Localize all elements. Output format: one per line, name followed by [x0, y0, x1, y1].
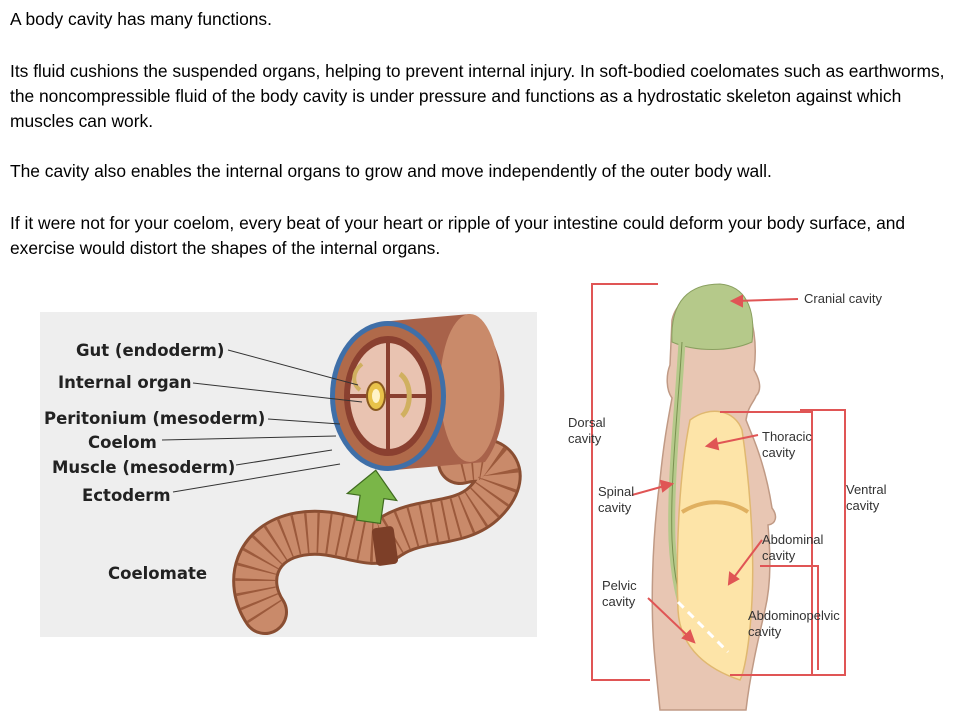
label-thoracic-cavity-line1: Thoracic — [762, 429, 812, 444]
label-dorsal-cavity-line2: cavity — [568, 431, 602, 446]
label-muscle: Muscle (mesoderm) — [52, 458, 235, 477]
label-cranial-cavity: Cranial cavity — [804, 291, 883, 306]
up-arrow-icon — [345, 469, 399, 525]
label-abdominopelvic-cavity-line1: Abdominopelvic — [748, 608, 840, 623]
label-spinal-cavity-line1: Spinal — [598, 484, 634, 499]
label-coelom: Coelom — [88, 433, 157, 452]
label-abdominal-cavity-line1: Abdominal — [762, 532, 824, 547]
earthworm-illustration — [232, 436, 522, 635]
figure-caption-coelomate: Coelomate — [108, 564, 207, 583]
label-abdominopelvic-cavity-line2: cavity — [748, 624, 782, 639]
paragraph-independent-organs: The cavity also enables the internal org… — [10, 161, 772, 181]
paragraph-coelom-importance: If it were not for your coelom, every be… — [10, 213, 906, 258]
label-ectoderm: Ectoderm — [82, 486, 171, 505]
label-abdominal-cavity-line2: cavity — [762, 548, 796, 563]
label-internal-organ: Internal organ — [58, 373, 192, 392]
body-cavities-diagram: Cranial cavity Dorsal cavity Thoracic ca… — [568, 283, 887, 711]
cranial-cavity-region — [671, 283, 754, 350]
pointer-arrows — [631, 294, 799, 644]
label-gut: Gut (endoderm) — [76, 341, 224, 360]
coelomate-diagram: Gut (endoderm) Internal organ Peritonium… — [40, 312, 537, 637]
label-ventral-cavity-line2: cavity — [846, 498, 880, 513]
diaphragm — [680, 500, 750, 514]
paragraph-fluid-cushion: Its fluid cushions the suspended organs,… — [10, 61, 945, 131]
cross-section-cylinder — [330, 314, 505, 471]
label-leader-lines — [161, 349, 363, 493]
label-spinal-cavity-line2: cavity — [598, 500, 632, 515]
ventral-cavity-region — [676, 410, 754, 681]
label-thoracic-cavity-line2: cavity — [762, 445, 796, 460]
label-peritonium: Peritonium (mesoderm) — [44, 409, 265, 428]
label-pelvic-cavity-line1: Pelvic — [602, 578, 637, 593]
label-pelvic-cavity-line2: cavity — [602, 594, 636, 609]
label-dorsal-cavity-line1: Dorsal — [568, 415, 606, 430]
cavity-brackets — [591, 283, 846, 681]
paragraph-intro: A body cavity has many functions. — [10, 9, 272, 29]
pelvic-boundary-line — [676, 600, 730, 654]
label-ventral-cavity-line1: Ventral — [846, 482, 887, 497]
